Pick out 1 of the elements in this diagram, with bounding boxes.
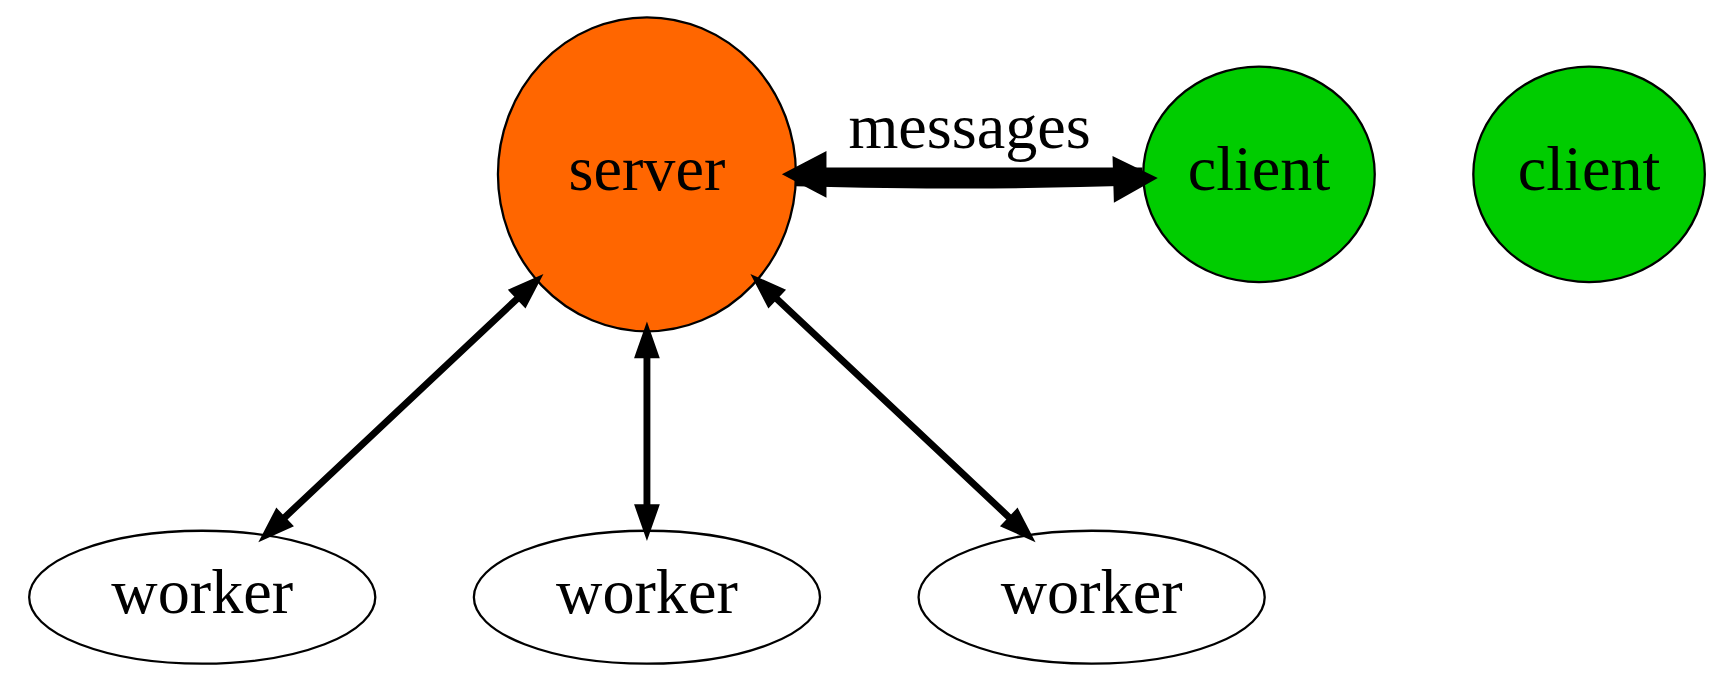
edge-label: messages bbox=[847, 90, 1091, 162]
